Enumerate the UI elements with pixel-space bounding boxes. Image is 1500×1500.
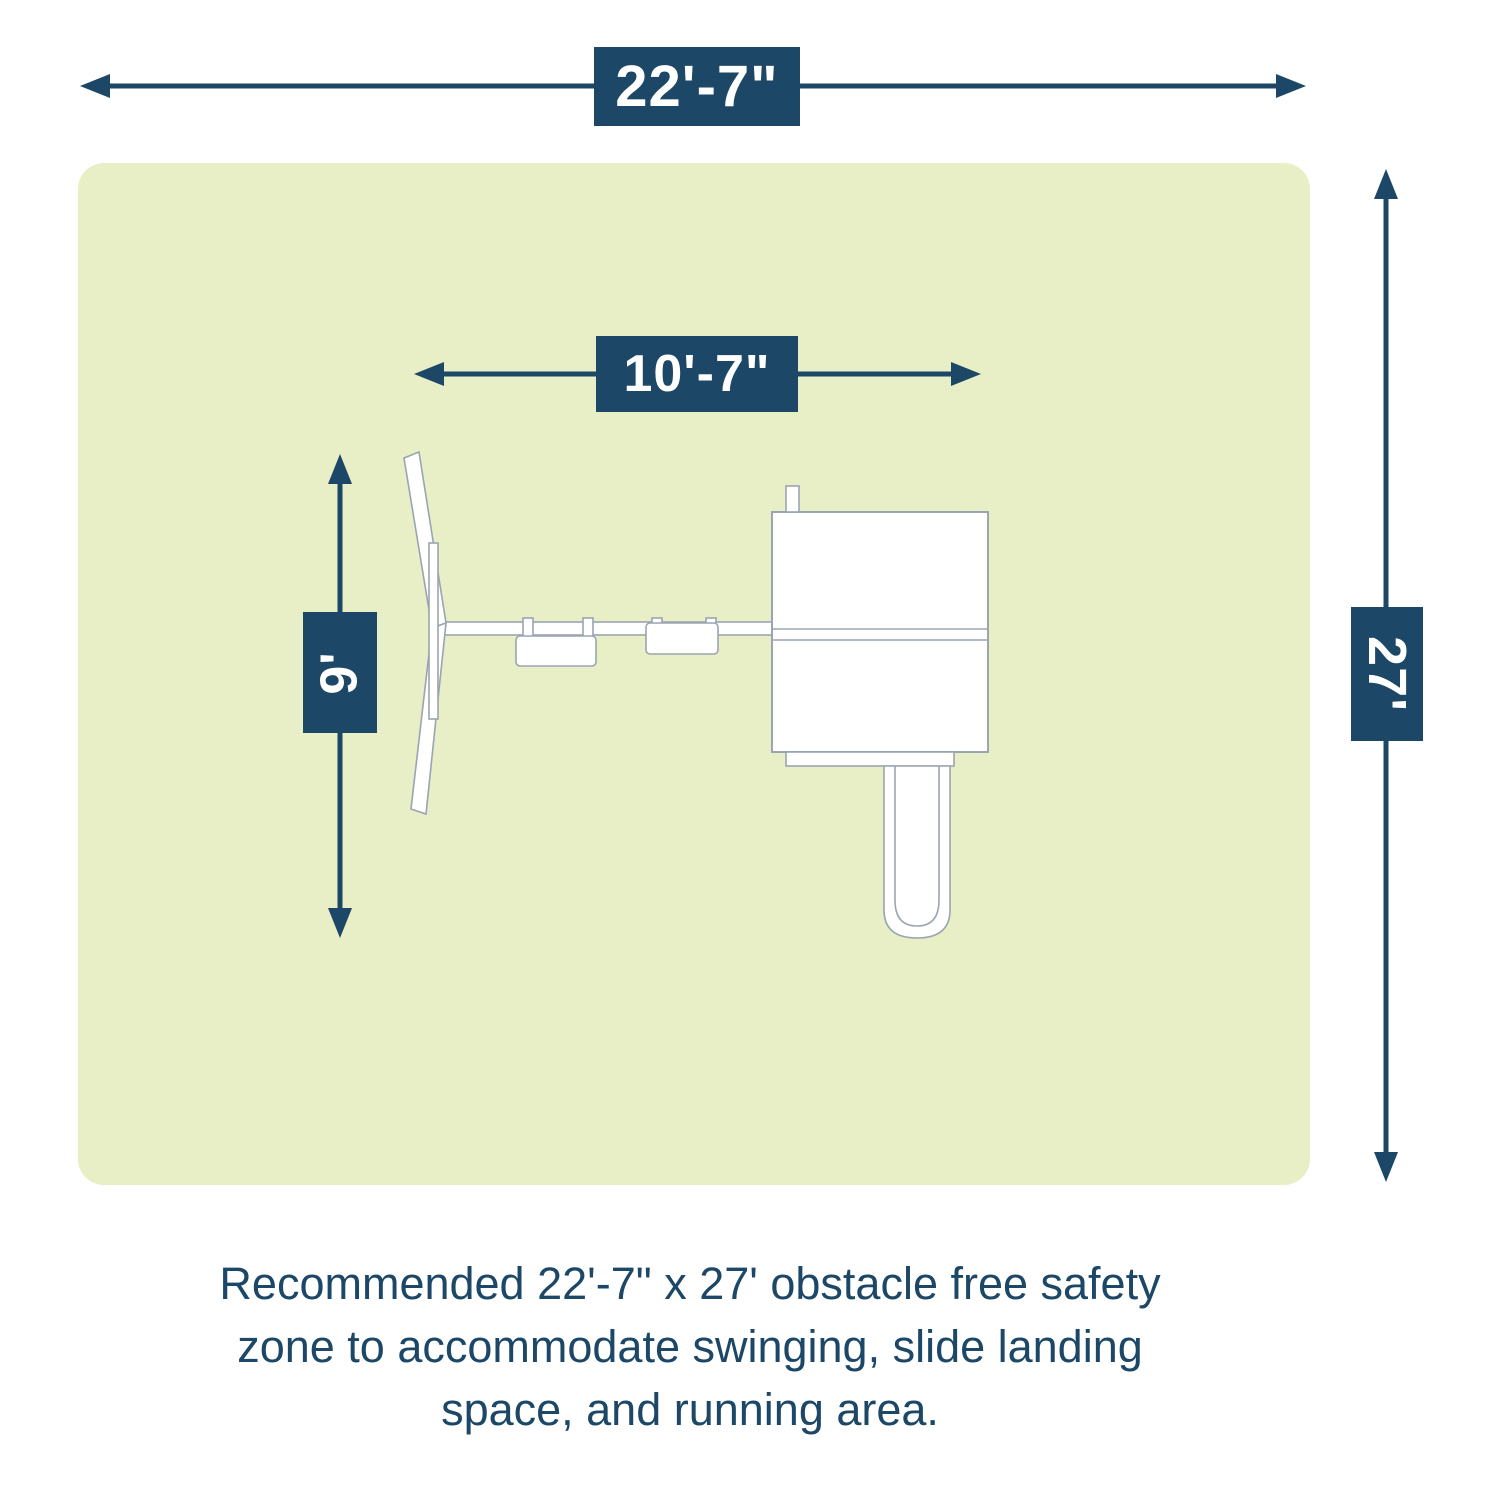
swing-seat-right <box>645 622 719 655</box>
caption-line-3: space, and running area. <box>441 1384 939 1435</box>
tower-base-ledge <box>785 751 955 767</box>
overall-width-label: 22'-7" <box>594 47 800 126</box>
swing-depth-value: 9' <box>310 650 369 695</box>
caption: Recommended 22'-7" x 27' obstacle free s… <box>140 1252 1240 1441</box>
swing-seat-left <box>515 635 597 667</box>
swing-frame-crossbar <box>428 542 439 720</box>
overall-width-value: 22'-7" <box>615 54 779 119</box>
tower-flag <box>785 485 800 513</box>
playset-width-label: 10'-7" <box>596 336 798 412</box>
safety-zone <box>78 163 1310 1185</box>
tower <box>771 511 989 753</box>
caption-line-1: Recommended 22'-7" x 27' obstacle free s… <box>219 1258 1161 1309</box>
overall-depth-value: 27' <box>1357 636 1417 712</box>
caption-line-2: zone to accommodate swinging, slide land… <box>237 1321 1143 1372</box>
swing-depth-label: 9' <box>303 612 377 733</box>
slide <box>883 765 951 939</box>
slide-rails <box>894 766 940 927</box>
playset-top-view <box>403 450 989 939</box>
swing-frame-leg-top <box>403 450 447 630</box>
swing-beam <box>437 621 775 636</box>
overall-depth-label: 27' <box>1351 607 1423 741</box>
playset-width-value: 10'-7" <box>623 345 771 403</box>
